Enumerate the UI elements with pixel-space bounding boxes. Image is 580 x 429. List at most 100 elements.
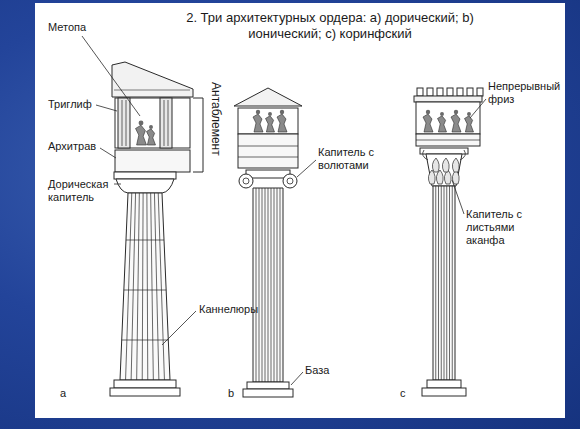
triglyph <box>160 98 172 148</box>
relief-head <box>149 125 153 129</box>
flute-line <box>449 186 450 380</box>
fascia-line <box>416 140 480 141</box>
triglyph-groove <box>164 100 165 146</box>
frieze <box>238 108 298 134</box>
capital-bell <box>426 154 462 186</box>
column-shaft <box>253 188 283 382</box>
order-letter: c <box>400 387 406 400</box>
corner-volute <box>460 150 465 160</box>
part-label: Триглиф <box>48 98 92 111</box>
leader-line <box>100 148 116 158</box>
abacus <box>420 148 468 154</box>
relief-head <box>454 110 458 114</box>
triglyph <box>118 98 130 148</box>
leader-line <box>162 311 196 345</box>
flute-line <box>435 186 436 380</box>
volute-eye <box>243 178 249 184</box>
part-label: Непрерывный фриз <box>488 80 562 106</box>
relief-figure <box>266 116 275 132</box>
abacus <box>114 172 176 179</box>
flute-line <box>142 193 144 380</box>
pediment <box>234 88 302 106</box>
volute <box>239 174 253 188</box>
leader-lines <box>82 36 486 385</box>
relief-figure <box>136 125 147 145</box>
bracket-label: Антаблемент <box>209 82 223 156</box>
relief-figure <box>465 116 474 132</box>
dentil-block <box>477 88 483 96</box>
cornice-line <box>114 90 190 91</box>
drum-joint <box>124 290 166 291</box>
architrave <box>238 134 298 168</box>
entablature-bracket <box>193 98 203 172</box>
column-plinth <box>243 389 293 397</box>
architrave <box>115 150 190 172</box>
flute-line <box>444 186 445 380</box>
flute-line <box>268 188 269 382</box>
flute-line <box>265 188 266 382</box>
relief-head <box>440 112 444 116</box>
part-label: Капитель с волютами <box>318 146 388 172</box>
volute <box>283 174 297 188</box>
acanthus-leaf <box>442 158 449 172</box>
relief-head <box>139 121 144 126</box>
leader-line <box>470 99 486 118</box>
part-label: Каннелюры <box>199 303 258 316</box>
stylobate-step <box>110 388 180 396</box>
relief-head <box>256 110 260 114</box>
flute-line <box>259 188 260 382</box>
capital-band <box>246 170 290 178</box>
relief-figure <box>277 114 287 132</box>
column-shaft <box>433 186 455 380</box>
dentil-block <box>417 88 423 96</box>
diagram-title: 2. Три архитектурных ордера: а) дорическ… <box>165 10 495 42</box>
ionic-column <box>234 88 302 397</box>
leader-line <box>297 160 316 177</box>
column-base <box>427 380 461 388</box>
frieze <box>115 98 190 148</box>
leader-line <box>452 180 464 214</box>
acanthus-leaf <box>432 158 439 172</box>
part-label: Архитрав <box>48 140 96 153</box>
relief-head <box>467 112 471 116</box>
volute-eye <box>287 178 293 184</box>
leader-line <box>96 105 117 111</box>
column-plinth <box>422 388 466 396</box>
relief-figure <box>438 116 447 132</box>
flute-line <box>280 188 281 382</box>
drum-joint <box>126 240 164 241</box>
flute-line <box>158 193 164 380</box>
part-label: Капитель с листьями аканфа <box>466 208 542 247</box>
dentil-block <box>467 88 473 96</box>
order-letter: a <box>60 387 66 400</box>
flute-line <box>131 193 135 380</box>
flute-line <box>262 188 263 382</box>
flute-line <box>446 186 447 380</box>
part-label: Дорическая капитель <box>48 178 114 204</box>
leader-line <box>114 184 121 185</box>
relief-head <box>268 112 272 116</box>
flute-line <box>126 193 132 380</box>
leader-line <box>291 372 303 385</box>
column-shaft <box>120 193 170 380</box>
drum-joint <box>122 340 169 341</box>
doric-column <box>110 62 203 396</box>
triglyph-groove <box>168 100 169 146</box>
flute-line <box>151 193 154 380</box>
dentil-block <box>447 88 453 96</box>
flute-line <box>438 186 439 380</box>
flute-line <box>271 188 272 382</box>
relief-head <box>426 110 430 114</box>
part-label: Метопа <box>48 21 86 34</box>
fascia-line <box>238 157 298 158</box>
cornice <box>112 62 193 97</box>
corner-volute <box>423 150 428 160</box>
dentil-block <box>437 88 443 96</box>
flute-line <box>441 186 442 380</box>
flute-line <box>146 193 148 380</box>
echinus <box>116 179 174 193</box>
flute-line <box>256 188 257 382</box>
flute-line <box>452 186 453 380</box>
relief-figure <box>253 114 263 132</box>
